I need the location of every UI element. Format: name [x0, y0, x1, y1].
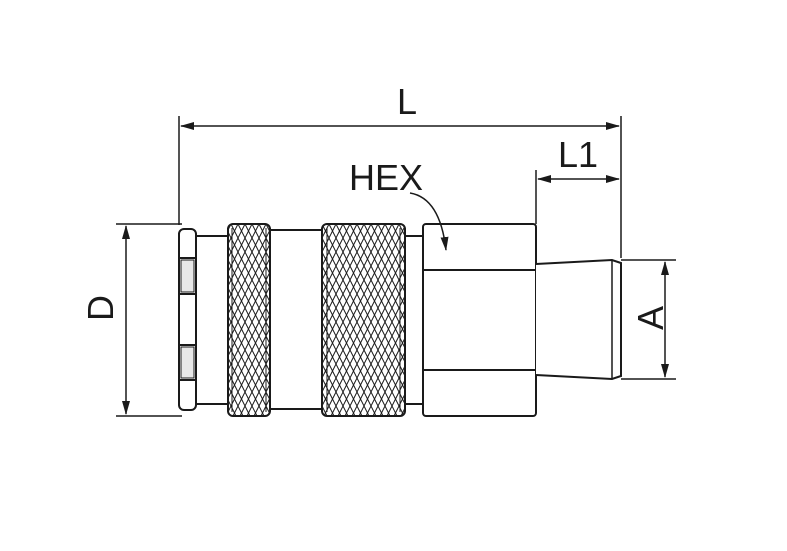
knurled-sleeve-front	[321, 223, 406, 417]
label-l: L	[397, 81, 417, 122]
coupler-body	[178, 223, 622, 417]
label-a: A	[630, 306, 671, 330]
hex-nut	[422, 223, 537, 417]
label-hex: HEX	[349, 157, 423, 198]
label-l1: L1	[558, 134, 598, 175]
hex-leader	[409, 192, 449, 251]
front-collar	[178, 228, 197, 411]
label-d: D	[80, 295, 121, 321]
body-tube	[196, 229, 423, 410]
threaded-end	[535, 258, 622, 381]
knurled-sleeve-rear	[227, 223, 271, 417]
dimension-lines	[116, 116, 676, 417]
